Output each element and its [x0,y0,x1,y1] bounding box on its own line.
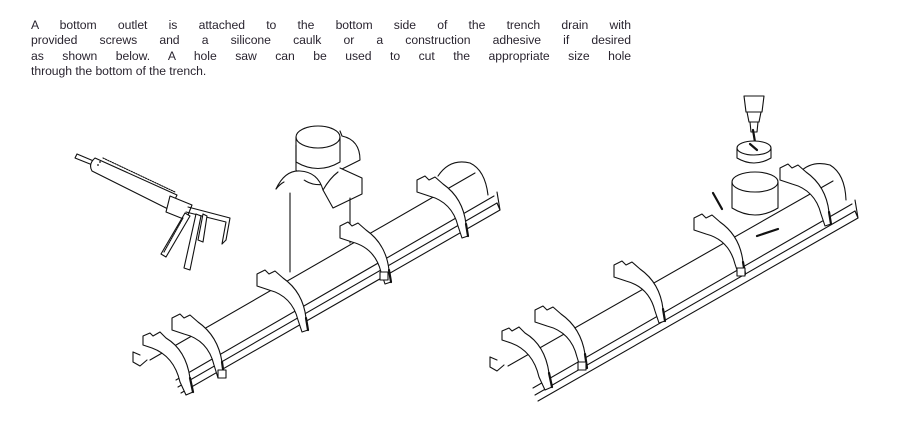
clip-icon [577,361,587,371]
caulk-gun-icon [74,153,231,271]
paragraph-line-1: A bottom outlet is attached to the botto… [31,18,631,32]
right-figure [489,95,859,402]
installed-outlet-icon [731,171,779,216]
clip-icon [379,271,389,281]
hole-saw-icon [736,95,772,164]
clip-icon [217,369,227,379]
trench-drain-right [489,163,859,402]
screw-icon [711,191,724,211]
paragraph-line-3: as shown below. A hole saw can be used t… [31,48,631,63]
paragraph-line-4: through the bottom of the trench. [31,64,207,79]
paragraph-line-2: provided screws and a silicone caulk or … [31,33,631,48]
clip-icon [736,267,746,277]
trench-ribs [142,175,470,396]
trench-drain-left [132,161,501,396]
left-figure [74,125,501,396]
instruction-paragraph: A bottom outlet is attached to the botto… [31,18,631,80]
trench-ribs [501,163,833,391]
bottom-outlet-icon [275,125,363,209]
screw-icon [755,227,780,238]
